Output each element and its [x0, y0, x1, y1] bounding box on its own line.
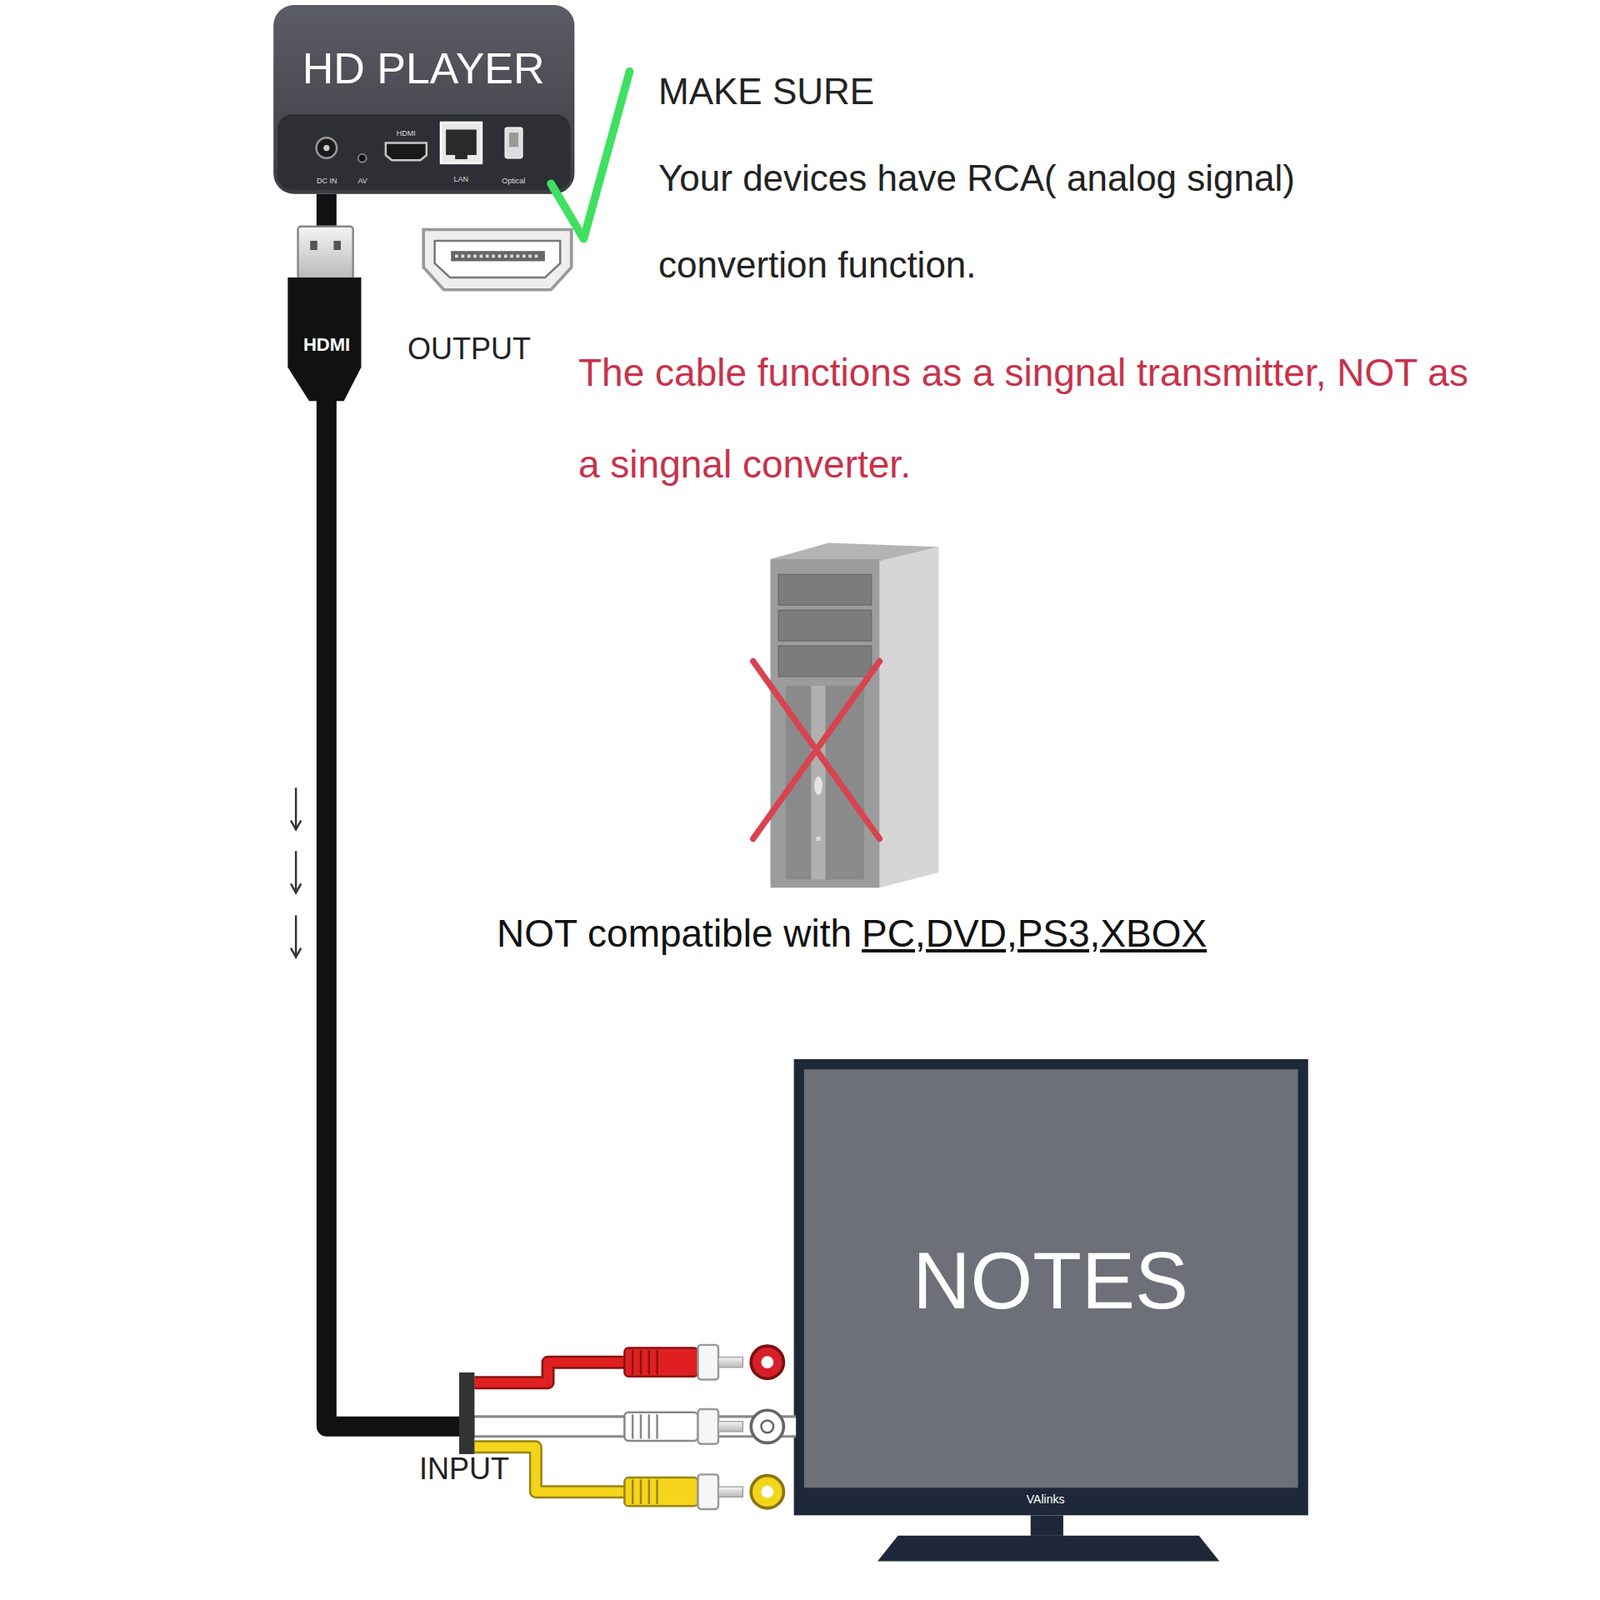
pc-tower-part: [778, 574, 871, 605]
rca-plug-white-part: [750, 1410, 784, 1443]
hdmi-port: [423, 230, 572, 290]
rca-plug-yellow-part: [718, 1486, 743, 1497]
pc-tower-part: [778, 645, 871, 677]
pc-tower-part: [814, 776, 823, 795]
rca-plug-white-part: [760, 1420, 774, 1433]
port-caption: INPUT: [419, 1451, 510, 1486]
rca-plug-red-part: [698, 1345, 719, 1380]
rca-plug-red: [624, 1345, 784, 1380]
player-box-part: [273, 5, 575, 195]
heading-note: MAKE SURE: [658, 48, 875, 135]
compat-note: NOT compatible with: [496, 908, 852, 959]
rca-plug-red-part: [632, 1350, 657, 1375]
direction-arrows-part: [295, 850, 297, 892]
port-label: DC IN: [316, 177, 338, 186]
rca-wires-part: [474, 1362, 628, 1383]
direction-arrows-part: [290, 883, 301, 893]
rca-plug-white-part: [698, 1409, 719, 1445]
hdmi-plug: [287, 226, 361, 401]
pc-tower-part: [778, 610, 871, 641]
pc-tower-part: [785, 685, 865, 880]
pc-tower-part: [753, 660, 880, 839]
port-label: AV: [357, 177, 367, 186]
tv-set-part: [1030, 1515, 1064, 1535]
screen-title: NOTES: [912, 1236, 1189, 1325]
rca-plug-yellow: [624, 1474, 784, 1510]
pc-tower-part: [810, 685, 825, 880]
rca-plug-yellow-part: [750, 1475, 784, 1509]
direction-arrows-part: [290, 820, 301, 830]
compat-devices: PC,DVD,PS3,XBOX: [861, 908, 1207, 959]
pc-tower-part: [816, 836, 821, 841]
pc-tower-part: [880, 546, 940, 888]
port-label: LAN: [453, 175, 469, 185]
hdmi-port-part: [423, 230, 572, 290]
pc-tower: [753, 542, 940, 888]
rca-plug-white: [624, 1409, 784, 1445]
player-box-part: [445, 130, 477, 160]
hdmi-plug-part: [298, 226, 354, 280]
port-caption: OUTPUT: [407, 331, 531, 366]
tv-set: [794, 1059, 1309, 1561]
rca-plug-white-part: [624, 1412, 698, 1441]
hdmi-plug-part: [333, 240, 341, 250]
hdmi-port-part: [450, 250, 545, 261]
warning-note: The cable functions as a singnal transmi…: [578, 326, 1479, 510]
brand-label: VAlinks: [1026, 1493, 1065, 1506]
rca-plug-red-part: [718, 1357, 743, 1368]
rca-plug-yellow-part: [760, 1485, 774, 1499]
rca-plug-yellow-part: [632, 1480, 657, 1505]
player-box: HD PLAYER DC IN AV HDMI LAN Optical: [273, 5, 575, 195]
port-label: Optical: [501, 177, 525, 186]
player-box-part: [316, 137, 337, 158]
rca-plug-red-part: [760, 1355, 774, 1369]
direction-arrows-part: [295, 915, 297, 956]
hdmi-plug-part: [310, 240, 318, 250]
rca-plug-red-part: [624, 1348, 698, 1377]
player-box-part: [385, 142, 427, 160]
rca-plug-red-part: [750, 1345, 784, 1379]
device-name: HD PLAYER: [302, 45, 545, 94]
rca-plug-white-part: [632, 1414, 657, 1439]
tv-screen: NOTES VAlinks: [794, 1059, 1309, 1515]
rca-plug-yellow-part: [698, 1474, 719, 1510]
player-box-part: [358, 154, 367, 163]
hdmi-plug-part: [287, 277, 361, 401]
rca-wires-part: [459, 1372, 475, 1455]
direction-arrows: [290, 787, 301, 957]
plug-label: HDMI: [303, 334, 350, 355]
rca-plug-white-part: [718, 1421, 743, 1432]
rca-wires-part: [474, 1362, 628, 1383]
tv-set-part: [794, 1059, 1309, 1515]
rca-plug-yellow-part: [624, 1477, 698, 1506]
check-mark: [550, 71, 630, 240]
player-box-part: [323, 145, 330, 151]
player-box-part: [509, 132, 519, 147]
player-box-part: [277, 114, 570, 190]
player-box-part: [505, 127, 523, 159]
port-label: HDMI: [396, 130, 416, 139]
pc-tower-part: [753, 660, 880, 839]
direction-arrows-part: [290, 948, 301, 958]
direction-arrows-part: [295, 787, 297, 829]
note-text: Your devices have RCA( analog signal) co…: [658, 135, 1392, 309]
rca-wires: [459, 1362, 796, 1493]
player-box: [273, 5, 575, 195]
tv-set-part: [877, 1535, 1220, 1562]
pc-tower-part: [770, 559, 880, 888]
tv-set-part: [804, 1069, 1299, 1488]
player-box-part: [440, 122, 482, 164]
hdmi-port-part: [455, 255, 541, 259]
hdmi-port-part: [435, 240, 561, 278]
